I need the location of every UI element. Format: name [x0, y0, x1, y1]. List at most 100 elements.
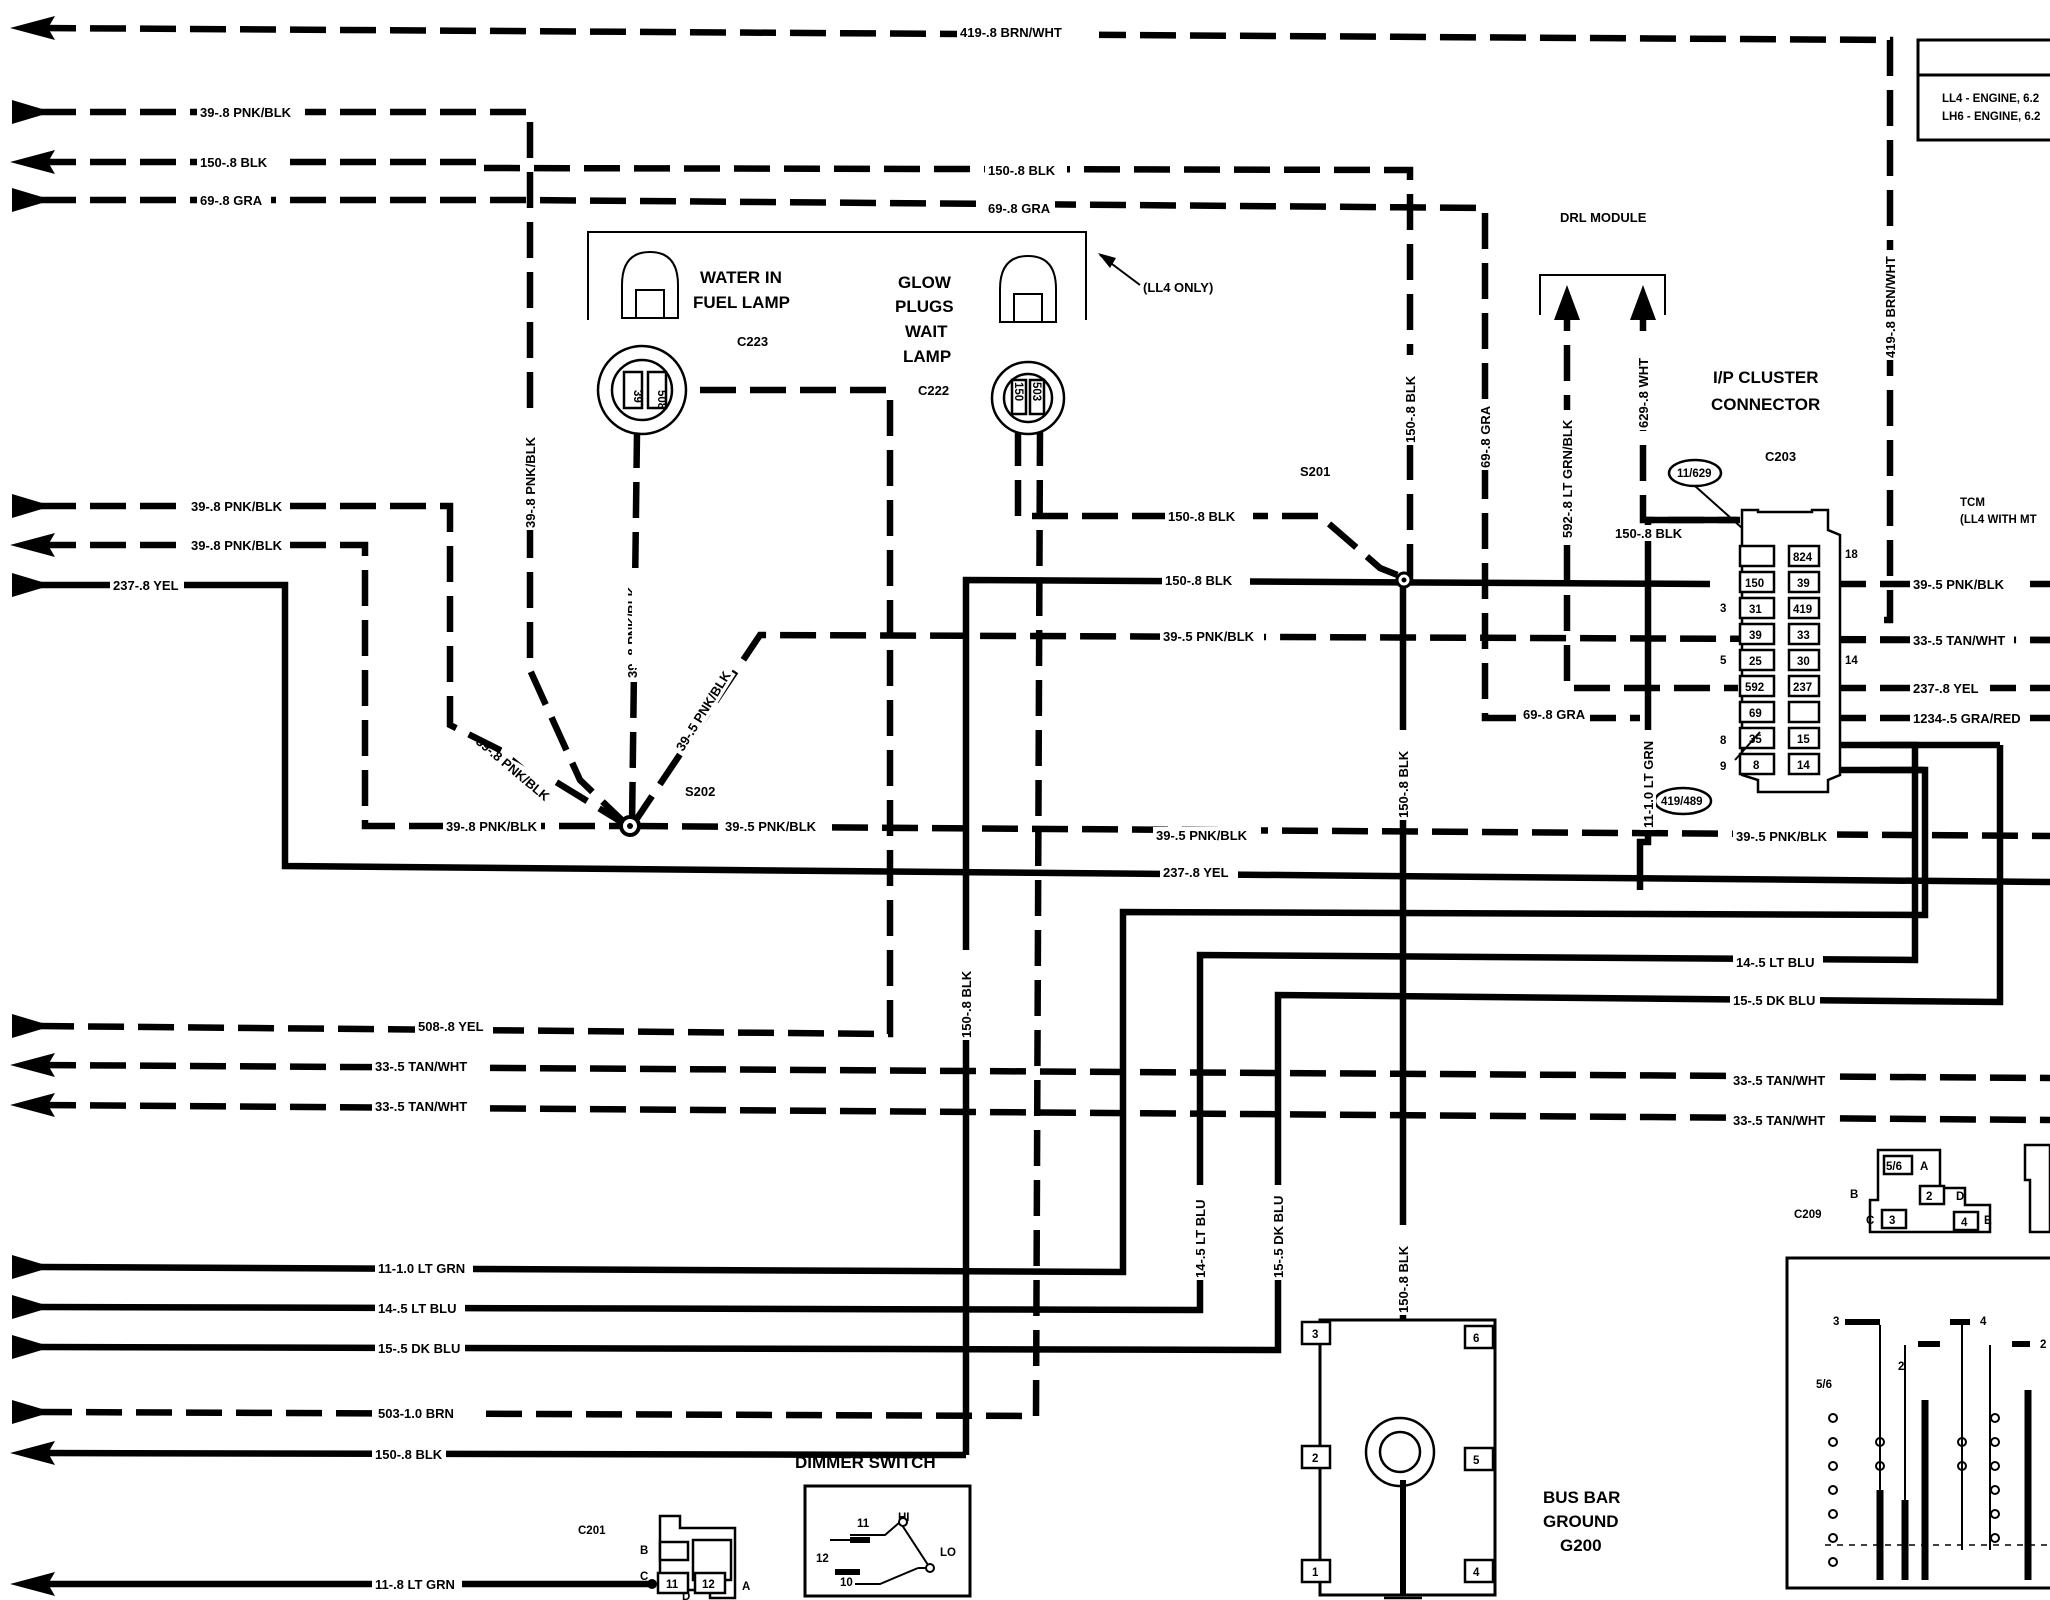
engine-notes: LL4 - ENGINE, 6.2 LH6 - ENGINE, 6.2	[1916, 38, 2050, 142]
c209-pin: B	[1850, 1189, 1858, 1201]
wire-label: 39-.5 PNK/BLK	[725, 819, 817, 834]
bus-bar-line-3: G200	[1560, 1536, 1602, 1555]
c201-pin: D	[682, 1591, 690, 1600]
arrow-left-icon	[10, 1053, 55, 1077]
wire-label: 150-.8 BLK	[200, 155, 268, 170]
c223-pin-508: 508	[655, 390, 667, 410]
switch-label: 3	[1833, 1316, 1839, 1328]
c209-label: C209	[1794, 1209, 1822, 1221]
wire-label: 39-.5 PNK/BLK	[1156, 828, 1248, 843]
wire-label: 33-.5 TAN/WHT	[375, 1059, 467, 1074]
c203-pin: 824	[1793, 552, 1813, 564]
wire-label: 419-.8 BRN/WHT	[960, 25, 1062, 40]
dimmer-switch: DIMMER SWITCH 11 HI LO 12 10	[795, 1453, 972, 1598]
c203-pin: 33	[1797, 630, 1810, 642]
wire-508	[39, 386, 894, 1038]
wire-label: 1234-.5 GRA/RED	[1913, 711, 2021, 726]
dimmer-pin: LO	[940, 1547, 956, 1559]
arrow-left-icon	[10, 1441, 55, 1465]
c201-pin: B	[640, 1545, 648, 1557]
wire-150-glow	[1014, 430, 1412, 584]
switch-label: 4	[1980, 1316, 1987, 1328]
c223-label: C223	[737, 334, 768, 349]
engine-note-lh6: LH6 - ENGINE, 6.2	[1942, 111, 2040, 123]
dimmer-pin: 10	[840, 1577, 853, 1589]
arrow-right-icon	[12, 1335, 52, 1359]
wire-label: 33-.5 TAN/WHT	[1913, 633, 2005, 648]
wire-label: 150-.8 BLK	[988, 163, 1056, 178]
dimmer-switch-label: DIMMER SWITCH	[795, 1453, 936, 1472]
c203-callout-top: 11/629	[1677, 468, 1712, 480]
c203-callout-bottom: 419/489	[1661, 796, 1703, 808]
wire-592	[1563, 295, 1738, 692]
water-lamp-line-2: FUEL LAMP	[693, 293, 790, 312]
bus-bar-line-1: BUS BAR	[1543, 1488, 1620, 1507]
c203-pin: 39	[1797, 578, 1810, 590]
wire-labels: 419-.8 BRN/WHT 39-.8 PNK/BLK 150-.8 BLK …	[110, 24, 2030, 1592]
wire-label: 39-.5 PNK/BLK	[1163, 629, 1255, 644]
c209-pin: C	[1866, 1215, 1874, 1227]
wire-label: 150-.8 BLK	[1396, 1245, 1411, 1313]
arrow-left-icon	[10, 1572, 55, 1596]
arrow-up-icon	[1630, 285, 1656, 320]
wire-paths	[10, 16, 2050, 1596]
wire-39-top	[40, 108, 631, 829]
wire-label: 14-.5 LT BLU	[1736, 955, 1815, 970]
c209-pin: 3	[1889, 1215, 1895, 1227]
arrow-left-icon	[10, 1093, 55, 1117]
glow-plugs-lamp: GLOW PLUGS WAIT LAMP	[895, 254, 1057, 366]
wire-150-left-bottom	[39, 1449, 967, 1459]
wire-label: 39-.8 PNK/BLK	[523, 436, 538, 528]
wire-label: 150-.8 BLK	[1396, 750, 1411, 818]
wire-label: 237-.8 YEL	[1913, 681, 1979, 696]
c203-pin: 419	[1793, 604, 1812, 616]
c209-pin: A	[1920, 1161, 1928, 1173]
drl-module: DRL MODULE	[1539, 210, 1666, 315]
bus-bar-line-2: GROUND	[1543, 1512, 1619, 1531]
tcm-label: TCM (LL4 WITH MT	[1960, 497, 2037, 526]
arrow-right-icon	[12, 573, 52, 597]
wire-label: 237-.8 YEL	[1163, 865, 1229, 880]
ll4-only-label: (LL4 ONLY)	[1143, 280, 1213, 295]
bus-pin: 2	[1312, 1453, 1318, 1465]
wire-150-center	[962, 576, 1711, 1455]
c201-pin: C	[640, 1571, 648, 1583]
lamp-bracket: (LL4 ONLY)	[587, 231, 1213, 320]
c203-side-number: 5	[1720, 655, 1727, 667]
arrow-right-icon	[12, 100, 52, 124]
wire-label: 69-.8 GRA	[1523, 707, 1586, 722]
wire-label: 15-.5 DK BLU	[1733, 993, 1815, 1008]
ip-cluster-line-1: I/P CLUSTER	[1713, 368, 1818, 387]
engine-note-ll4: LL4 - ENGINE, 6.2	[1942, 93, 2039, 105]
wire-150-top	[40, 158, 1414, 580]
c209-pin: 5/6	[1886, 1161, 1902, 1173]
wire-label: 15-.5 DK BLU	[1271, 1196, 1286, 1278]
wire-label: 150-.8 BLK	[1168, 509, 1236, 524]
c203-pin: 30	[1797, 656, 1810, 668]
wire-label: 508-.8 YEL	[418, 1019, 484, 1034]
arrow-right-icon	[12, 188, 52, 212]
c203-pin: 150	[1745, 578, 1764, 590]
arrow-right-icon	[12, 1014, 52, 1038]
switch-label: 2	[1898, 1361, 1904, 1373]
c201-label: C201	[578, 1525, 606, 1537]
headlamp-switch: 3 4 2 2 5/6	[1785, 1256, 2050, 1590]
wire-label: 419-.8 BRN/WHT	[1883, 256, 1898, 358]
splice-s202: S202	[619, 784, 715, 837]
wire-label: 237-.8 YEL	[113, 578, 179, 593]
switch-label: 5/6	[1816, 1379, 1832, 1391]
tcm-line-1: TCM	[1960, 497, 1985, 509]
c203-pin: 15	[1797, 734, 1810, 746]
wire-label: 11-.8 LT GRN	[375, 1577, 455, 1592]
c209-pin: 4	[1961, 1217, 1968, 1229]
glow-lamp-line-3: WAIT	[905, 322, 948, 341]
dimmer-pin: 12	[816, 1553, 829, 1565]
wire-label: 503-1.0 BRN	[378, 1406, 454, 1421]
c203-pin: 14	[1797, 760, 1810, 772]
bus-pin: 3	[1312, 1329, 1318, 1341]
arrow-right-icon	[12, 1400, 52, 1424]
c209-pin: E	[1984, 1215, 1992, 1227]
wire-label: 69-.8 GRA	[1478, 405, 1493, 468]
wire-label: 14-.5 LT BLU	[1193, 1200, 1208, 1279]
